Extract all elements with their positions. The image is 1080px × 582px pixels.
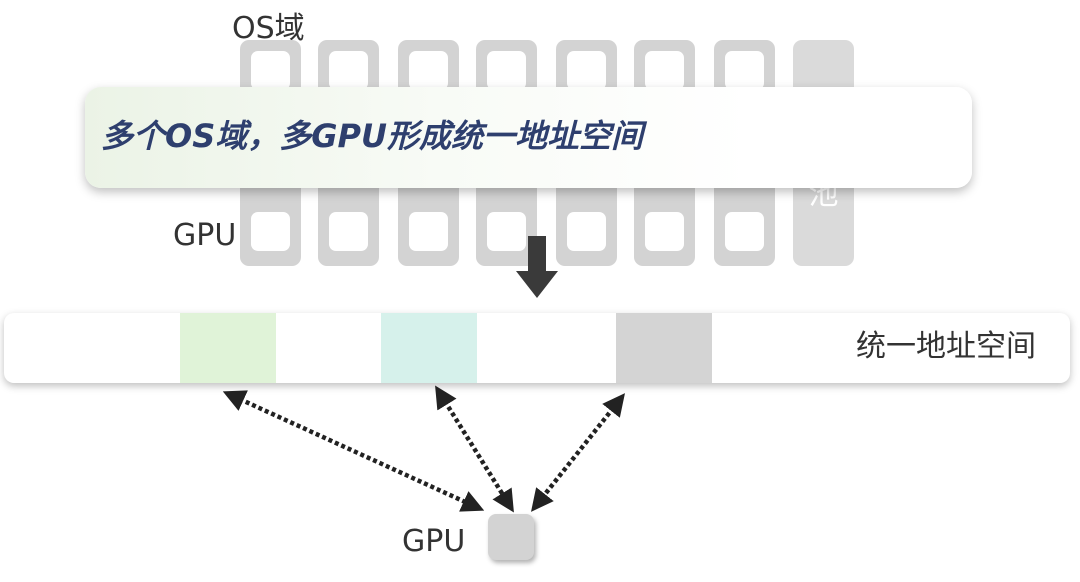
os-domain-label: OS域 (232, 11, 305, 46)
os-slot (487, 51, 526, 90)
address-segment-green (180, 313, 276, 383)
gpu-slot (567, 212, 606, 251)
os-slot (409, 51, 448, 90)
callout-banner: 多个OS域，多GPU形成统一地址空间 (85, 87, 972, 188)
gpu-slot (251, 212, 290, 251)
address-segment-teal (381, 313, 477, 383)
gpu-device-box (488, 514, 534, 560)
gpu-slot (645, 212, 684, 251)
os-slot (251, 51, 290, 90)
gpu-row-label: GPU (173, 218, 237, 253)
os-slot (567, 51, 606, 90)
gpu-slot (409, 212, 448, 251)
dotted-double-arrow-icon (435, 385, 514, 513)
dotted-double-arrow-icon (222, 390, 485, 512)
gpu-device-label: GPU (402, 524, 466, 559)
gpu-slot (329, 212, 368, 251)
arrow-down-icon (516, 236, 558, 298)
callout-title: 多个OS域，多GPU形成统一地址空间 (101, 117, 643, 155)
os-slot (645, 51, 684, 90)
address-segment-gray (616, 313, 712, 383)
os-slot (329, 51, 368, 90)
dotted-double-arrow-icon (531, 393, 625, 512)
gpu-slot (487, 212, 526, 251)
unified-address-space-label: 统一地址空间 (856, 329, 1036, 364)
gpu-slot (725, 212, 764, 251)
os-slot (725, 51, 764, 90)
